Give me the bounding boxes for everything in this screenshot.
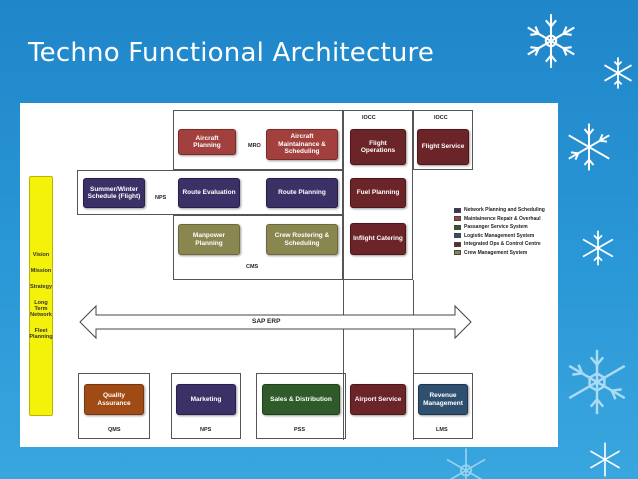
vision-item: Long Term Network [30, 299, 52, 319]
snowflake-icon [527, 14, 575, 68]
iocc-group-frame [343, 110, 413, 280]
iocc-right-line [413, 280, 414, 440]
nps-bottom-label: NPS [200, 427, 212, 433]
legend-swatch [454, 233, 461, 238]
legend-item: Integrated Ops & Control Centre [454, 241, 558, 247]
snowflake-icon [568, 349, 626, 415]
sales-distribution-box: Sales & Distribution [262, 384, 340, 415]
revenue-management-box: Revenue Management [418, 384, 468, 415]
snowflake-icon [589, 442, 621, 477]
sap-erp-label: SAP ERP [252, 318, 281, 325]
legend-swatch [454, 224, 461, 230]
legend-swatch [454, 241, 461, 247]
crew-rostering-box: Crew Rostering & Scheduling [266, 224, 338, 255]
mro-label: MRO [248, 143, 261, 149]
architecture-diagram: MRO NPS CMS IOCC IOCC Vision Mission Str… [20, 103, 558, 447]
airport-service-box: Airport Service [350, 384, 406, 415]
qms-group-frame [78, 373, 150, 439]
snowflake-icon [446, 448, 486, 479]
qms-label: QMS [108, 427, 121, 433]
iocc-label: IOCC [362, 115, 376, 121]
pss-group-frame [256, 373, 346, 439]
marketing-box: Marketing [176, 384, 236, 415]
vision-item: Vision [32, 251, 50, 258]
legend-item: Network Planning and Scheduling [454, 207, 558, 213]
nps-group-frame [77, 170, 343, 215]
vision-item: Strategy [30, 283, 53, 290]
iocc-service-frame [413, 110, 473, 170]
manpower-planning-box: Manpower Planning [178, 224, 240, 255]
legend-swatch [454, 216, 461, 221]
vision-item: Fleet Planning [29, 328, 53, 341]
vision-column: Vision Mission Strategy Long Term Networ… [29, 176, 53, 416]
slide-title: Techno Functional Architecture [28, 38, 435, 68]
legend-swatch [454, 207, 461, 213]
nps-bottom-group-frame [171, 373, 241, 439]
sap-erp-arrow [79, 304, 472, 340]
inflight-catering-box: Inflight Catering [350, 223, 406, 255]
iocc-label-2: IOCC [434, 115, 448, 121]
aircraft-planning-box: Aircraft Planning [178, 129, 236, 155]
snowflake-icon [568, 123, 610, 171]
legend-item: Crew Management System [454, 250, 558, 256]
flight-operations-box: Flight Operations [350, 129, 406, 165]
snowflake-icon [582, 230, 614, 266]
snowflake-icon [604, 57, 632, 89]
legend-item: Maintainence Repair & Overhaul [454, 216, 558, 222]
nps-label: NPS [155, 195, 167, 201]
mro-group-frame [173, 110, 343, 170]
route-planning-box: Route Planning [266, 178, 338, 208]
lms-label: LMS [436, 427, 448, 433]
pss-label: PSS [294, 427, 306, 433]
vision-item: Mission [30, 267, 52, 274]
cms-label: CMS [246, 264, 259, 270]
aircraft-maintenance-box: Aircraft Maintainance & Scheduling [266, 129, 338, 160]
cms-group-frame [173, 215, 343, 280]
fuel-planning-box: Fuel Planning [350, 178, 406, 208]
legend-item: Logistic Management System [454, 233, 558, 239]
flight-service-box: Flight Service [417, 129, 469, 165]
legend-item: Passanger Service System [454, 224, 558, 230]
iocc-left-line [343, 280, 344, 440]
summer-winter-schedule-box: Summer/Winter Schedule (Flight) [83, 178, 145, 208]
lms-group-frame [413, 373, 473, 439]
legend: Network Planning and Scheduling Maintain… [454, 207, 558, 258]
legend-swatch [454, 250, 461, 255]
quality-assurance-box: Quality Assurance [84, 384, 144, 415]
route-evaluation-box: Route Evaluation [178, 178, 240, 208]
